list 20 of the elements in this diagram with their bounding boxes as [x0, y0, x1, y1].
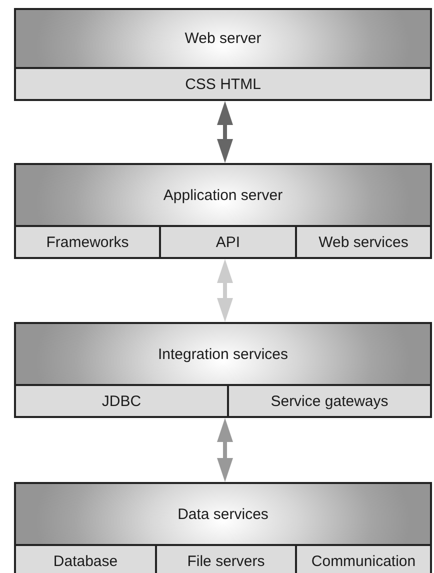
layer-title: Web server [184, 29, 262, 49]
component-cell: CSS HTML [16, 69, 430, 99]
double-arrow [217, 259, 233, 322]
component-cell: API [159, 227, 295, 257]
component-cell: Frameworks [16, 227, 159, 257]
double-arrow [217, 418, 233, 482]
component-cell: Communication [295, 546, 430, 573]
layer-title: Data services [176, 504, 270, 524]
layer-title: Integration services [156, 344, 290, 364]
component-cell: JDBC [16, 386, 227, 416]
layer-box [14, 482, 432, 573]
component-cell: Database [16, 546, 155, 573]
component-cell: File servers [155, 546, 295, 573]
layer-box [14, 322, 432, 418]
layer-title: Application server [162, 186, 284, 206]
layer-box [14, 163, 432, 259]
component-cell: Web services [295, 227, 430, 257]
layer-box [14, 8, 432, 101]
component-cell: Service gateways [227, 386, 430, 416]
double-arrow [217, 101, 233, 163]
